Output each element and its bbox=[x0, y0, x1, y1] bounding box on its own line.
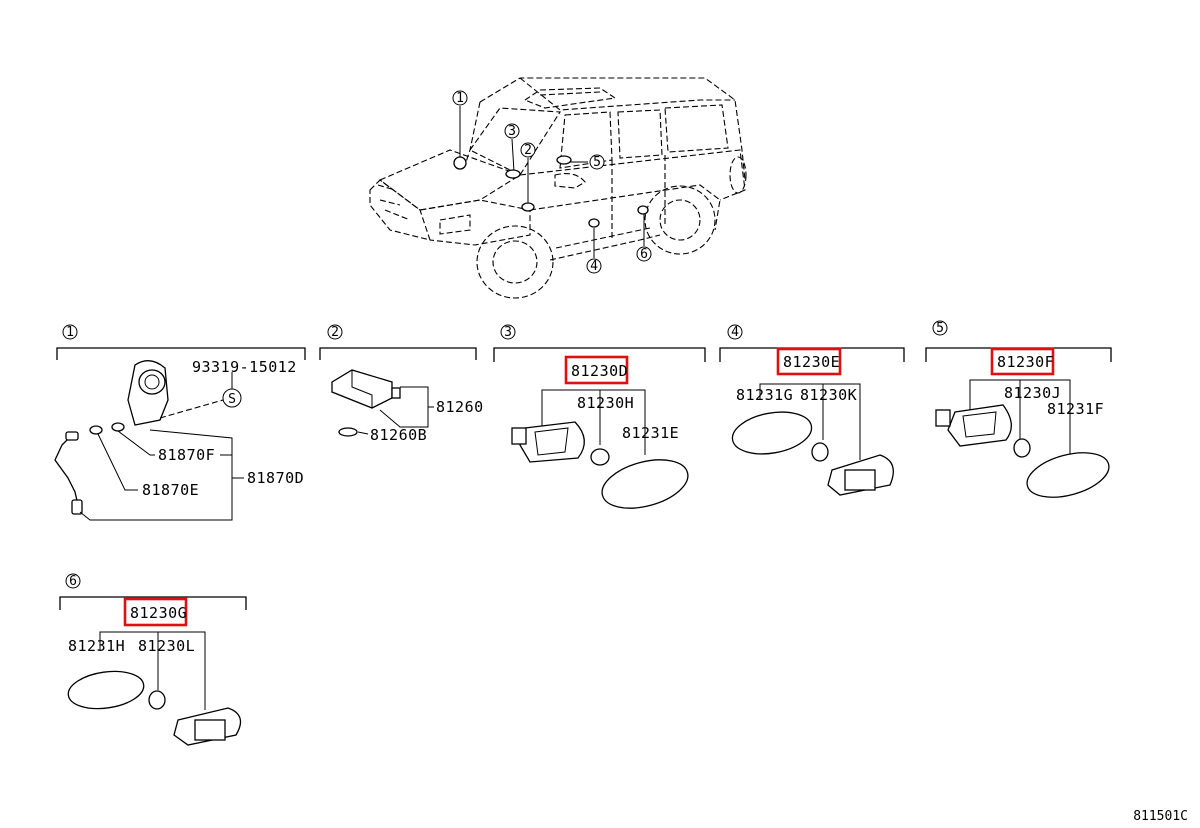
figure-code: 811501C bbox=[1133, 809, 1188, 824]
lens-81231F bbox=[1026, 452, 1110, 498]
callout-1 bbox=[452, 90, 468, 106]
group-2: 2 81260 81260B bbox=[319, 324, 484, 444]
part-93319-15012: 93319-15012 bbox=[192, 358, 297, 376]
group-6-number: 6 bbox=[69, 574, 77, 589]
group-2-number: 2 bbox=[331, 325, 339, 340]
lamp-socket-81230D bbox=[519, 421, 585, 463]
part-81260: 81260 bbox=[436, 398, 484, 416]
assembly-81230G: 81230G bbox=[130, 604, 187, 622]
part-81870E: 81870E bbox=[142, 481, 199, 499]
assembly-81230E: 81230E bbox=[783, 353, 840, 371]
part-81231E: 81231E bbox=[622, 424, 679, 442]
lens-81231G bbox=[731, 411, 813, 455]
group-5: 5 81230F 81230J 81231F bbox=[925, 320, 1112, 498]
callout-3 bbox=[504, 123, 520, 139]
callout-1-label: 1 bbox=[456, 91, 464, 106]
part-81230J: 81230J bbox=[1004, 384, 1061, 402]
lens-81231H bbox=[67, 670, 145, 710]
callout-2 bbox=[520, 142, 536, 158]
part-81260B: 81260B bbox=[370, 426, 427, 444]
assembly-81230D: 81230D bbox=[571, 362, 628, 380]
screw-symbol-label: S bbox=[228, 392, 236, 407]
callout-6-label: 6 bbox=[640, 247, 648, 262]
highlight-81230D bbox=[564, 355, 629, 385]
part-81870F: 81870F bbox=[158, 446, 215, 464]
highlight-81230G bbox=[123, 597, 188, 627]
part-81231F: 81231F bbox=[1047, 400, 1104, 418]
part-81230H: 81230H bbox=[577, 394, 634, 412]
part-81231H: 81231H bbox=[68, 637, 125, 655]
courtesy-lamp bbox=[331, 369, 393, 409]
part-81231G: 81231G bbox=[736, 386, 793, 404]
group-3: 3 81230D 81230H 81231E bbox=[493, 324, 706, 509]
assembly-81230F: 81230F bbox=[997, 353, 1054, 371]
lens-81231E bbox=[601, 459, 689, 509]
group-4-number: 4 bbox=[731, 325, 739, 340]
group-4: 4 81230E 81231G 81230K bbox=[719, 324, 905, 496]
callout-3-label: 3 bbox=[508, 124, 516, 139]
part-81230K: 81230K bbox=[800, 386, 857, 404]
part-81870D: 81870D bbox=[247, 469, 304, 487]
group-3-number: 3 bbox=[504, 325, 512, 340]
part-81230L: 81230L bbox=[138, 637, 195, 655]
group-5-number: 5 bbox=[936, 321, 944, 336]
group-6: 6 81230G 81231H 81230L bbox=[59, 573, 247, 746]
lamp-socket-81230F bbox=[947, 404, 1012, 447]
callout-4 bbox=[586, 258, 602, 274]
callout-4-label: 4 bbox=[590, 259, 598, 274]
highlight-81230F bbox=[990, 347, 1055, 376]
callout-5 bbox=[589, 154, 605, 170]
callout-5-label: 5 bbox=[593, 155, 601, 170]
vehicle-illustration bbox=[369, 77, 747, 299]
callout-2-label: 2 bbox=[524, 143, 532, 158]
callout-6 bbox=[636, 246, 652, 262]
vehicle-callouts: 1 3 2 5 4 6 bbox=[452, 90, 652, 274]
group-1-number: 1 bbox=[66, 325, 74, 340]
group-1: 1 S 93319-15012 81870F 81870E 81870D bbox=[54, 324, 306, 521]
highlight-81230E bbox=[776, 347, 842, 376]
